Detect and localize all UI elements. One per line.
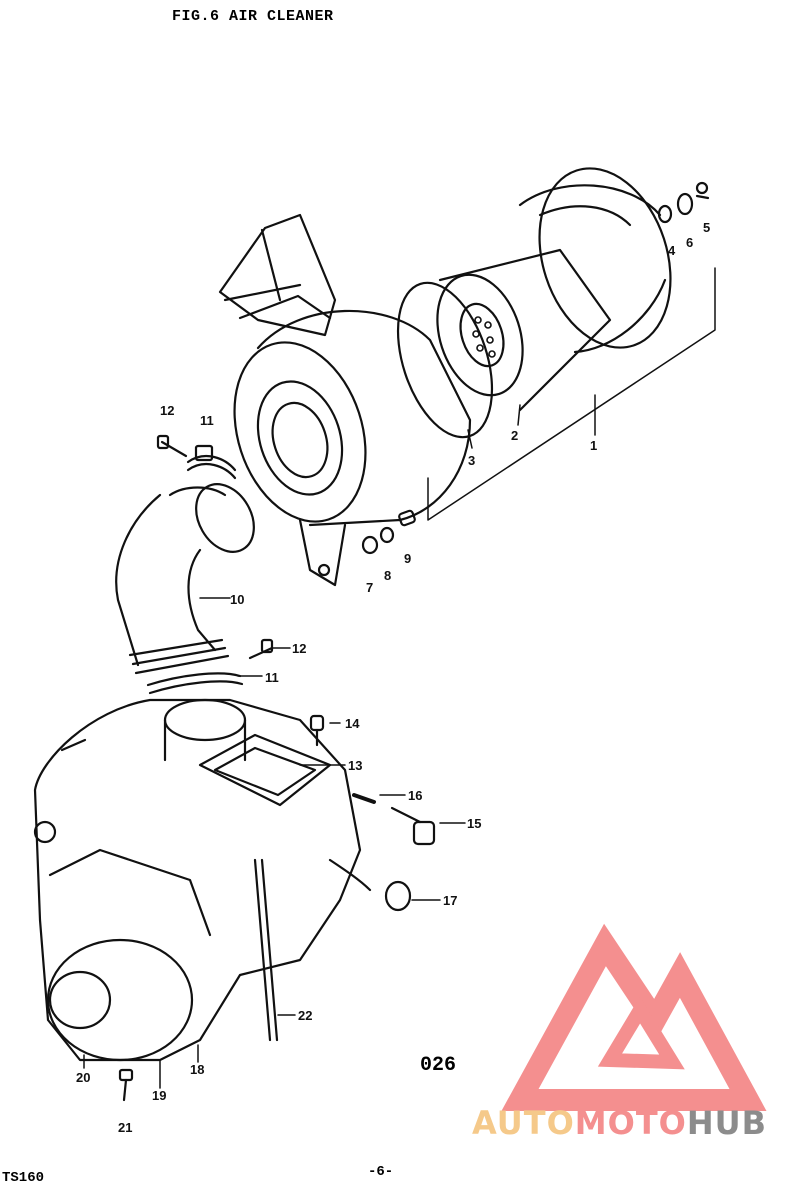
figure-title: FIG.6 AIR CLEANER [172, 8, 334, 25]
air-cleaner-cover [518, 167, 672, 354]
callout-7: 7 [366, 580, 373, 595]
watermark-hub: HUB [686, 1104, 768, 1142]
callout-11-upper: 11 [200, 413, 214, 428]
air-cleaner-housing [233, 309, 472, 587]
callout-11-lower: 11 [265, 670, 279, 685]
cover-fasteners [657, 181, 710, 224]
callout-6: 6 [686, 235, 693, 250]
housing-fasteners [361, 509, 416, 555]
leader-lines [83, 267, 716, 1089]
intake-hose [115, 483, 255, 675]
gasket-3 [396, 281, 494, 439]
callout-16: 16 [408, 788, 422, 803]
callout-15: 15 [467, 816, 481, 831]
callout-2: 2 [511, 428, 518, 443]
watermark-moto: MOTO [574, 1104, 687, 1142]
engine-crankcase [33, 698, 372, 1062]
callout-1: 1 [590, 438, 597, 453]
intake-snorkel [218, 213, 337, 337]
callout-4: 4 [668, 243, 676, 258]
lower-hose-clamp [146, 638, 274, 695]
callout-17: 17 [443, 893, 457, 908]
callout-10: 10 [230, 592, 244, 607]
model-label: TS160 [2, 1170, 45, 1186]
callout-3: 3 [468, 453, 475, 468]
engine-fittings [309, 714, 436, 912]
callout-19: 19 [152, 1088, 166, 1103]
callout-14: 14 [345, 716, 360, 731]
callout-20: 20 [76, 1070, 90, 1085]
callout-12-lower: 12 [292, 641, 306, 656]
upper-hose-clamp [156, 434, 237, 480]
watermark-logo-icon [501, 923, 767, 1111]
callout-18: 18 [190, 1062, 204, 1077]
callout-13: 13 [348, 758, 362, 773]
bolt-21 [118, 1068, 134, 1102]
callout-22: 22 [298, 1008, 312, 1023]
callout-21: 21 [118, 1120, 132, 1135]
callout-8: 8 [384, 568, 391, 583]
filter-element [436, 248, 612, 412]
watermark-auto: AUTO [472, 1104, 575, 1142]
diagram-code: 026 [420, 1054, 457, 1077]
callout-5: 5 [703, 220, 710, 235]
page-number: -6- [368, 1164, 394, 1180]
callout-12-upper: 12 [160, 403, 174, 418]
callout-9: 9 [404, 551, 411, 566]
watermark-text: AUTOMOTOHUB [472, 1104, 767, 1142]
